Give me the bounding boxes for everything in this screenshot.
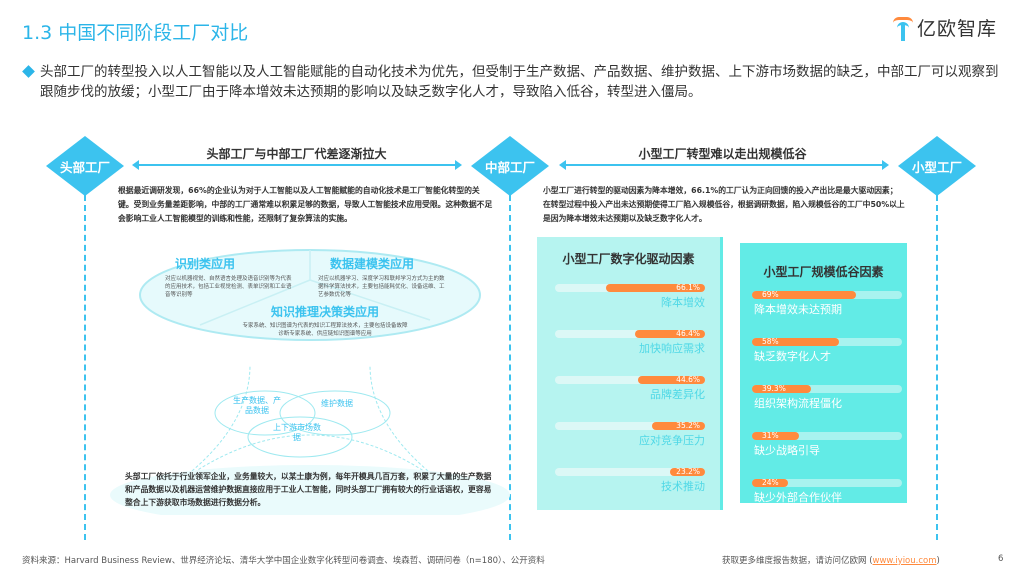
page-number: 6 <box>998 554 1004 564</box>
bar-label: 缺乏数字化人才 <box>754 350 831 363</box>
divider <box>84 195 86 540</box>
bar-track: 23.2% <box>555 468 705 476</box>
summary-text: 头部工厂的转型投入以人工智能以及人工智能赋能的自动化技术为优先，但受制于生产数据… <box>40 64 999 100</box>
source-note: 资料来源：Harvard Business Review、世界经济论坛、清华大学… <box>22 556 545 566</box>
bar-row: 66.1% 降本增效 <box>555 284 705 314</box>
divider <box>936 195 938 540</box>
bar: 58% <box>752 338 839 346</box>
app-desc-recognition: 对应以机器视觉、自然语言处理及语音识别等为代表的应用技术，包括工业视觉检测、表单… <box>165 276 292 298</box>
data-type: 生产数据、产品数据 <box>233 396 281 415</box>
bar-track: 58% <box>752 338 902 346</box>
bullet-icon <box>22 65 35 78</box>
bar-track: 31% <box>752 432 902 440</box>
data-type: 上下游市场数据 <box>273 423 321 442</box>
bar-label: 组织架构流程僵化 <box>754 397 842 410</box>
chart-title: 小型工厂规模低谷因素 <box>763 265 884 279</box>
chart-title: 小型工厂数字化驱动因素 <box>562 252 695 266</box>
website-link[interactable]: www.iyiou.com <box>872 556 937 566</box>
bar: 44.6% <box>638 376 705 384</box>
bar: 24% <box>752 479 788 487</box>
bar-label: 降本增效 <box>661 296 705 309</box>
app-title-recognition: 识别类应用 <box>175 257 236 271</box>
summary: 头部工厂的转型投入以人工智能以及人工智能赋能的自动化技术为优先，但受制于生产数据… <box>22 62 1007 102</box>
bar-label: 品牌差异化 <box>650 388 705 401</box>
bar: 23.2% <box>670 468 705 476</box>
bar: 39.3% <box>752 385 811 393</box>
right-text: 小型工厂进行转型的驱动因素为降本增效，66.1%的工厂认为正向回馈的投入产出比是… <box>543 186 905 223</box>
bar-label: 加快响应需求 <box>639 342 705 355</box>
bar-label: 降本增效未达预期 <box>754 303 842 316</box>
app-diagram <box>110 249 510 515</box>
app-title-reasoning: 知识推理决策类应用 <box>270 305 379 319</box>
left-text: 根据最近调研发现，66%的企业认为对于人工智能以及人工智能赋能的自动化技术是工厂… <box>118 186 493 223</box>
logo-icon <box>893 15 913 41</box>
bar-row: 58% 缺乏数字化人才 <box>752 338 902 368</box>
bar-label: 应对竞争压力 <box>639 434 705 447</box>
left-heading: 头部工厂与中部工厂代差逐渐拉大 <box>206 147 387 161</box>
double-arrow <box>132 160 462 170</box>
right-heading: 小型工厂转型难以走出规模低谷 <box>638 147 807 161</box>
head-factory-text: 头部工厂依托于行业领军企业，业务量较大，以某士康为例，每年开模具几百万套，积累了… <box>125 472 492 507</box>
bar-track: 24% <box>752 479 902 487</box>
bar-row: 69% 降本增效未达预期 <box>752 291 902 321</box>
app-desc-reasoning: 专家系统、知识图谱为代表的知识工程算法技术，主要包括设备故障诊断专家系统、供应链… <box>242 323 408 337</box>
chart-drivers: 小型工厂数字化驱动因素 66.1% 降本增效 46.4% 加快响应需求 44.6% 品牌差… <box>537 237 720 510</box>
chart-low-valley: 小型工厂规模低谷因素 69% 降本增效未达预期 58% 缺乏数字化人才 39.3% 组织架… <box>740 243 907 504</box>
footer-more: 获取更多维度报告数据，请访问亿欧网 (www.iyiou.com) <box>722 556 940 566</box>
bar: 69% <box>752 291 856 299</box>
stage-mid: 中部工厂 <box>471 136 549 196</box>
double-arrow <box>559 160 889 170</box>
bar-row: 35.2% 应对竞争压力 <box>555 422 705 452</box>
bar-track: 66.1% <box>555 284 705 292</box>
logo: 亿欧智库 <box>893 14 997 41</box>
bar: 31% <box>752 432 799 440</box>
bar-row: 39.3% 组织架构流程僵化 <box>752 385 902 415</box>
data-type: 维护数据 <box>321 399 353 408</box>
bar-row: 46.4% 加快响应需求 <box>555 330 705 360</box>
bar-label: 缺少外部合作伙伴 <box>754 491 842 504</box>
bar-label: 缺少战略引导 <box>754 444 820 457</box>
bar-track: 46.4% <box>555 330 705 338</box>
bar-row: 24% 缺少外部合作伙伴 <box>752 479 902 509</box>
bar-track: 39.3% <box>752 385 902 393</box>
bar-track: 44.6% <box>555 376 705 384</box>
bar-track: 69% <box>752 291 902 299</box>
bar: 46.4% <box>635 330 705 338</box>
bar-label: 技术推动 <box>661 480 705 493</box>
divider <box>509 195 511 540</box>
bar-row: 23.2% 技术推动 <box>555 468 705 498</box>
page-title: 1.3 中国不同阶段工厂对比 <box>22 22 249 44</box>
bar-track: 35.2% <box>555 422 705 430</box>
bar-row: 44.6% 品牌差异化 <box>555 376 705 406</box>
app-desc-modeling: 对应以机器学习、深度学习和联邦学习方式为主的数据科学算法技术，主要包括能耗优化、… <box>318 276 445 298</box>
bar: 66.1% <box>605 284 705 292</box>
stage-head: 头部工厂 <box>46 136 124 196</box>
bar-row: 31% 缺少战略引导 <box>752 432 902 462</box>
bar: 35.2% <box>652 422 705 430</box>
logo-text: 亿欧智库 <box>917 18 998 40</box>
stage-small: 小型工厂 <box>898 136 976 196</box>
app-title-modeling: 数据建模类应用 <box>330 257 415 271</box>
